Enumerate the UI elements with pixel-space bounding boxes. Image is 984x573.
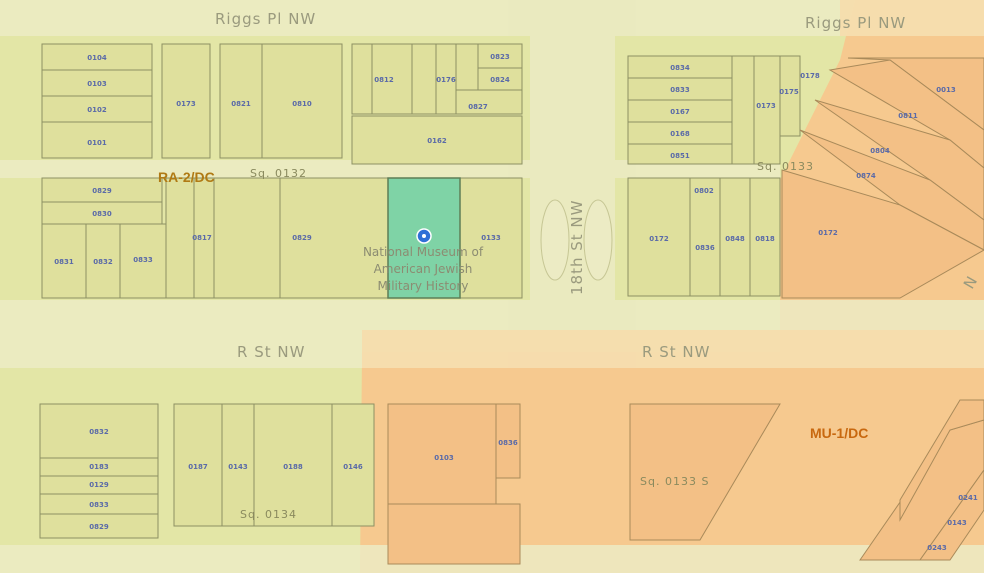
- lot-labels: 0104 0103 0102 0101 0173 0821 0810 0812 …: [54, 53, 978, 552]
- lot-number: 0173: [176, 100, 196, 108]
- lot-number: 0102: [87, 106, 107, 114]
- lot-number: 0830: [92, 210, 112, 218]
- lot-number: 0167: [670, 108, 690, 116]
- lot-number: 0811: [898, 112, 918, 120]
- lot-number: 0176: [436, 76, 456, 84]
- lot-number: 0848: [725, 235, 745, 243]
- lot-number: 0827: [468, 103, 488, 111]
- lot-number: 0824: [490, 76, 510, 84]
- lot-number: 0143: [228, 463, 248, 471]
- block-west-middle: [41, 177, 523, 299]
- lot-number: 0146: [343, 463, 363, 471]
- lot-number: 0129: [89, 481, 109, 489]
- lot-number: 0178: [800, 72, 820, 80]
- block-mu-south: [387, 403, 781, 565]
- lot-number: 0833: [133, 256, 153, 264]
- lot-number: 0836: [498, 439, 518, 447]
- lot-number: 0833: [89, 501, 109, 509]
- lot-number: 0851: [670, 152, 690, 160]
- lot-number: 0829: [292, 234, 312, 242]
- lot-number: 0241: [958, 494, 978, 502]
- street-label-r-st-east: R St NW: [642, 343, 710, 361]
- street-label-riggs-west: Riggs Pl NW: [215, 10, 316, 28]
- zone-label-ra: RA-2/DC: [158, 169, 215, 185]
- block-nw: [41, 43, 523, 165]
- square-label-1: Sq. 0132: [250, 167, 307, 180]
- lot-number: 0162: [427, 137, 447, 145]
- road-r-st-mu: [362, 330, 984, 368]
- square-label-2: Sq. 0133: [757, 160, 814, 173]
- lot-number: 0172: [649, 235, 669, 243]
- lot-number: 0101: [87, 139, 107, 147]
- lot-number: 0812: [374, 76, 394, 84]
- square-label-3: Sq. 0134: [240, 508, 297, 521]
- block-mu-diagonal-se: [859, 399, 984, 561]
- street-label-riggs-east: Riggs Pl NW: [805, 14, 906, 32]
- lot-number: 0187: [188, 463, 208, 471]
- poi-label-line1: National Museum of: [363, 245, 484, 259]
- lot-number: 0013: [936, 86, 956, 94]
- lot-number: 0834: [670, 64, 690, 72]
- lot-number: 0243: [927, 544, 947, 552]
- lot-number: 0874: [856, 172, 876, 180]
- lot-number: 0183: [89, 463, 109, 471]
- block-ne: [627, 55, 801, 297]
- lot-number: 0103: [87, 80, 107, 88]
- road-riggs-mu: [840, 0, 984, 36]
- lot-number: 0831: [54, 258, 74, 266]
- lot-number: 0821: [231, 100, 251, 108]
- lot-number: 0818: [755, 235, 775, 243]
- lot-number: 0143: [947, 519, 967, 527]
- poi-label-line3: Military History: [378, 279, 469, 293]
- lot-number: 0817: [192, 234, 212, 242]
- traffic-islands: [540, 199, 613, 281]
- street-label-r-st-west: R St NW: [237, 343, 305, 361]
- lot-number: 0133: [481, 234, 501, 242]
- lot-number: 0832: [93, 258, 113, 266]
- location-pin-icon[interactable]: [416, 228, 432, 244]
- lot-number: 0173: [756, 102, 776, 110]
- lot-number: 0103: [434, 454, 454, 462]
- street-label-18th: 18th St NW: [568, 200, 586, 295]
- lot-number: 0829: [92, 187, 112, 195]
- square-label-4: Sq. 0133 S: [640, 475, 709, 488]
- poi-label-line2: American Jewish: [374, 262, 473, 276]
- lot-number: 0833: [670, 86, 690, 94]
- lot-number: 0836: [695, 244, 715, 252]
- lot-number: 0104: [87, 54, 107, 62]
- block-mu-diagonal-ne: [781, 57, 984, 299]
- lot-number: 0188: [283, 463, 303, 471]
- lot-number: 0829: [89, 523, 109, 531]
- block-sw: [39, 403, 375, 539]
- lot-number: 0823: [490, 53, 510, 61]
- zone-label-mu: MU-1/DC: [810, 425, 868, 441]
- lot-number: 0810: [292, 100, 312, 108]
- lot-number: 0802: [694, 187, 714, 195]
- lot-number: 0172: [818, 229, 838, 237]
- lot-number: 0804: [870, 147, 890, 155]
- lot-number: 0168: [670, 130, 690, 138]
- lot-number: 0832: [89, 428, 109, 436]
- lot-number: 0175: [779, 88, 799, 96]
